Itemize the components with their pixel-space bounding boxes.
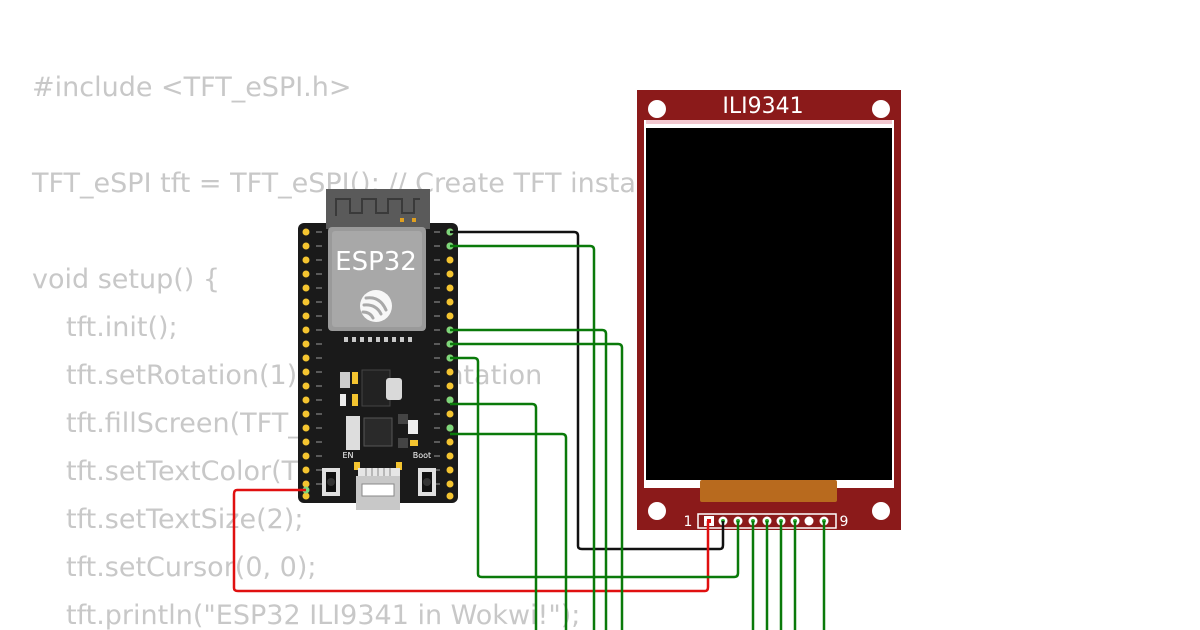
en-label: EN — [342, 451, 353, 460]
esp32-connected-pins — [302, 228, 454, 494]
code-line: tft.println("ESP32 ILI9341 in Wokwi!"); — [66, 600, 581, 630]
wires[interactable] — [232, 230, 826, 630]
esp32-board[interactable]: ESP32 — [298, 189, 458, 510]
wifi-antenna-icon — [326, 189, 430, 229]
wire-signal — [450, 328, 608, 630]
wire-signal — [450, 342, 624, 630]
wire-signal — [450, 356, 740, 579]
esp32-label: ESP32 — [335, 247, 417, 277]
display-title: ILI9341 — [722, 94, 803, 119]
en-button[interactable] — [322, 468, 340, 496]
code-line: tft.init(); — [66, 312, 178, 343]
esp32-left-pins — [302, 228, 310, 500]
wire-signal — [450, 402, 538, 630]
pin-last-label: 9 — [840, 514, 849, 530]
ili9341-display[interactable]: ILI9341 1 9 — [637, 90, 901, 530]
code-line: tft.setTextSize(2); — [66, 504, 304, 535]
espressif-logo-icon — [360, 290, 392, 322]
pin-first-label: 1 — [684, 514, 693, 530]
boot-button[interactable] — [418, 468, 436, 496]
wire-signal — [450, 432, 568, 630]
code-background: #include <TFT_eSPI.h> TFT_eSPI tft = TFT… — [32, 64, 684, 630]
wire-vcc — [232, 488, 710, 593]
code-line: void setup() { — [32, 264, 221, 295]
wire-gnd — [450, 230, 725, 551]
code-line: tft.setCursor(0, 0); — [66, 552, 317, 583]
tft-screen — [646, 128, 892, 480]
code-line: #include <TFT_eSPI.h> — [32, 72, 352, 103]
wire-signal — [450, 244, 596, 630]
esp32-pin-labels — [316, 231, 440, 485]
module-pads — [344, 337, 412, 342]
usb-port-icon — [356, 468, 400, 510]
boot-label: Boot — [413, 451, 431, 460]
